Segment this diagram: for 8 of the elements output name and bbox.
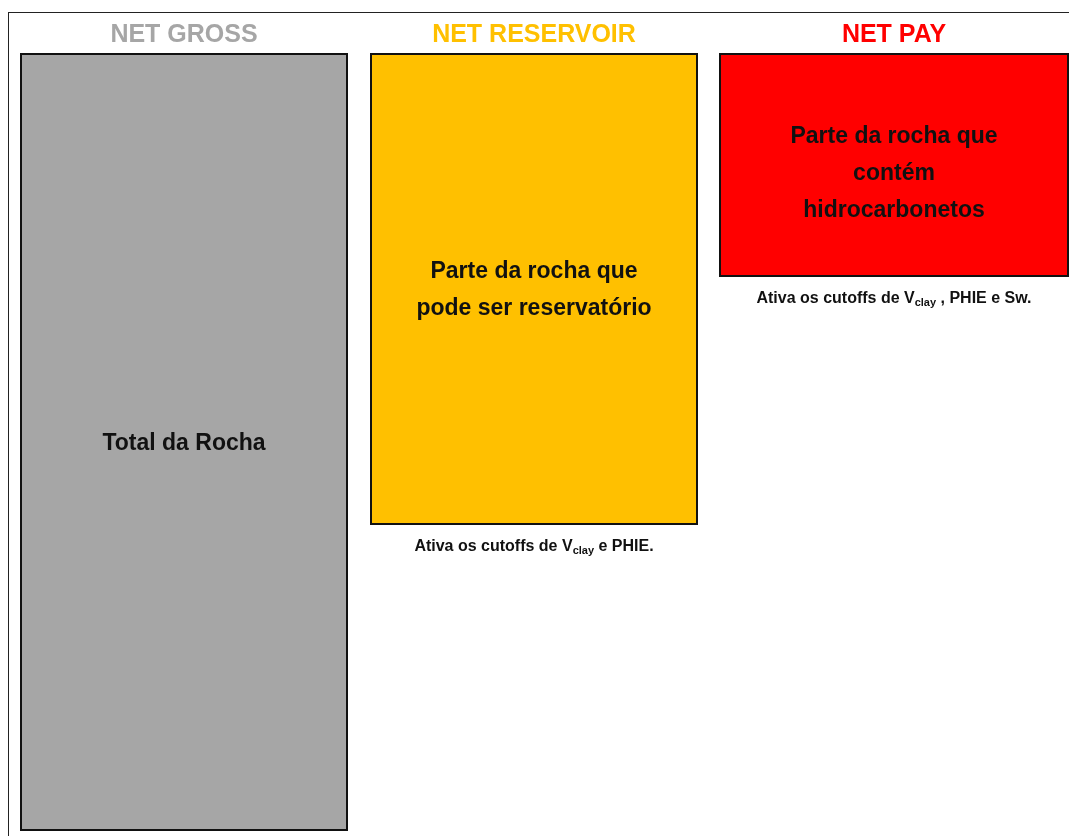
box-text: Total da Rocha (101, 427, 267, 457)
column-heading: NET RESERVOIR (431, 19, 637, 48)
cutoff-note: Ativa os cutoffs de V$_{clay}$ , PHIE e Sw. (755, 288, 1033, 310)
cutoff-note: Ativa os cutoffs de V$_{clay}$ e PHIE. (413, 536, 655, 558)
box-text: Parte da rocha que pode ser reservatório (415, 256, 653, 322)
column-heading: NET GROSS (109, 19, 259, 48)
box-text: Parte da rocha que contém hidrocarbonetos (789, 121, 999, 224)
column-heading: NET PAY (840, 19, 948, 48)
